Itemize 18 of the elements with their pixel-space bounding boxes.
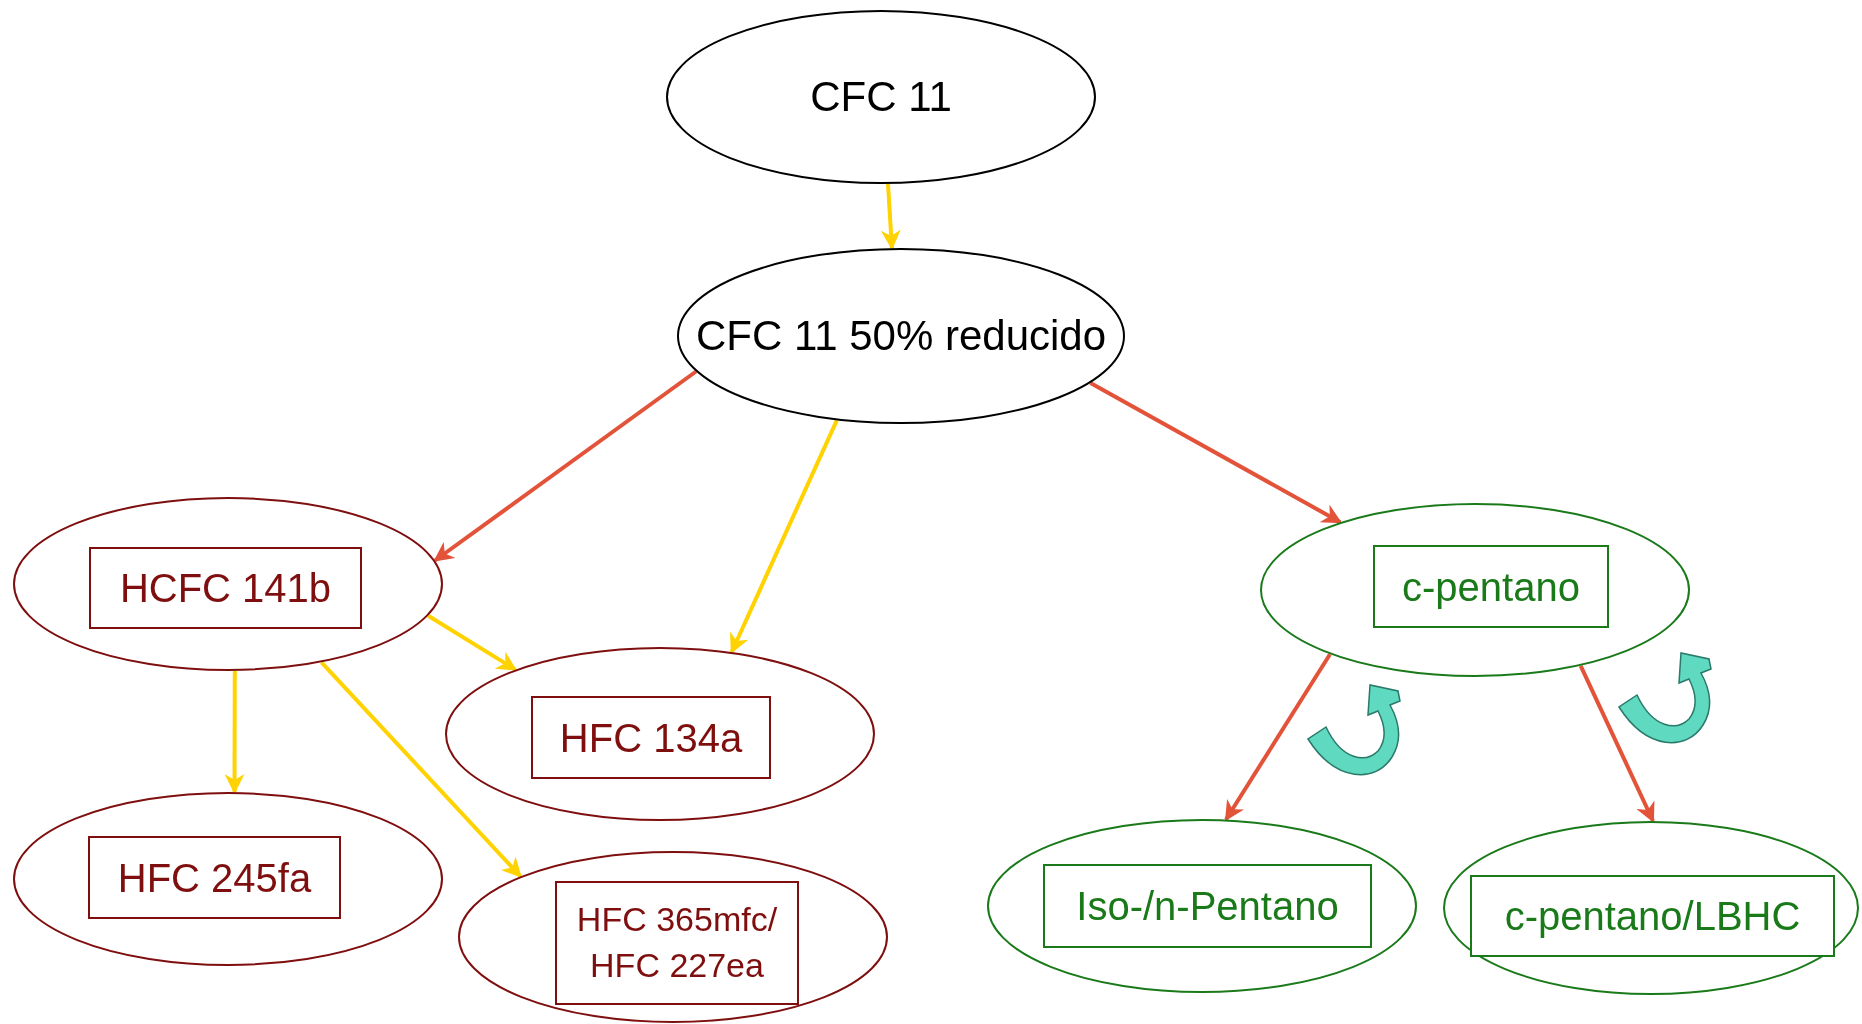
arrow [224, 671, 245, 794]
label-box: Iso-/n-Pentano [1043, 864, 1372, 948]
arrow [1089, 381, 1343, 524]
label-box: c-pentano [1373, 545, 1609, 628]
label-box: HFC 365mfc/ HFC 227ea [555, 881, 799, 1005]
node-label: CFC 11 [810, 71, 952, 122]
arrow [320, 661, 522, 878]
arrow [1578, 664, 1655, 823]
arrow [729, 419, 839, 654]
node-label: CFC 11 50% reducido [695, 310, 1107, 361]
arrow [1224, 653, 1332, 822]
arrow [427, 614, 518, 672]
label-box: HFC 134a [531, 696, 771, 779]
arrow [880, 183, 901, 251]
arrow [433, 369, 698, 563]
label-box: c-pentano/LBHC [1470, 875, 1835, 957]
label-box: HCFC 141b [89, 547, 362, 629]
label-box: HFC 245fa [88, 836, 341, 919]
